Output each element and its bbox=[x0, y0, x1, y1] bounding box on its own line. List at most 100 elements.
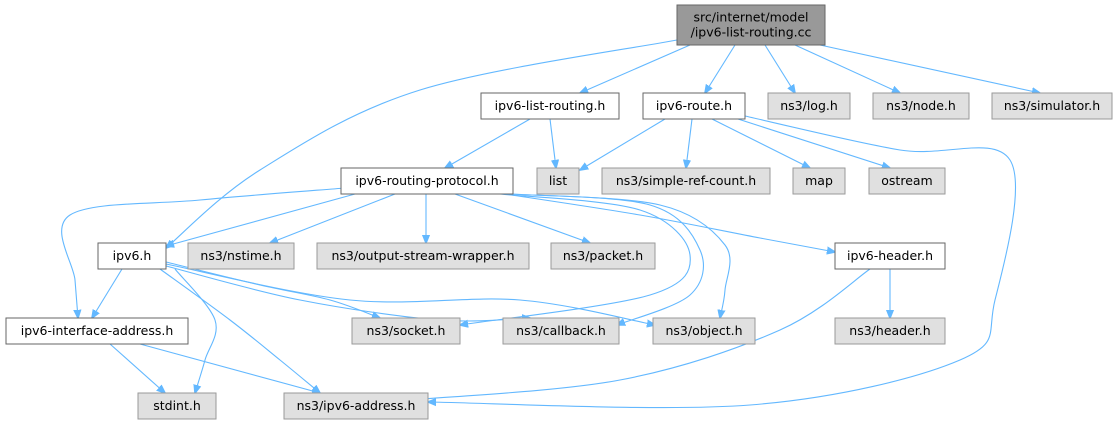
node-label-ns3-socket-h: ns3/socket.h bbox=[367, 323, 446, 338]
edge-ipv6-routing-protocol-h-to-ipv6-h bbox=[166, 193, 356, 246]
node-box-ns3-object-h bbox=[652, 317, 756, 345]
node-box-root bbox=[676, 4, 826, 46]
edge-ipv6-routing-protocol-h-to-ipv6-header-h bbox=[504, 193, 835, 252]
edge-root-to-ns3-log-h bbox=[764, 44, 795, 93]
node-ipv6-route-h[interactable]: ipv6-route.h bbox=[642, 92, 746, 120]
node-label-ipv6-interface-address-h: ipv6-interface-address.h bbox=[21, 323, 174, 338]
node-ipv6-header-h[interactable]: ipv6-header.h bbox=[834, 242, 946, 270]
edge-ipv6-routing-protocol-h-to-ipv6-interface-address-h bbox=[61, 187, 346, 318]
edge-ipv6-routing-protocol-h-to-ns3-socket-h bbox=[460, 193, 691, 325]
node-ns3-socket-h: ns3/socket.h bbox=[351, 317, 461, 345]
node-box-map bbox=[792, 167, 846, 195]
edge-ipv6-list-routing-h-to-list bbox=[549, 118, 556, 168]
edge-ipv6-h-to-stdint-h bbox=[174, 268, 217, 393]
edge-ipv6-header-h-to-ns3-ipv6-address-h bbox=[410, 268, 871, 400]
edge-ipv6-h-to-ipv6-interface-address-h bbox=[92, 268, 123, 318]
node-label-ns3-output-stream-wrapper-h: ns3/output-stream-wrapper.h bbox=[331, 248, 514, 263]
node-box-ipv6-list-routing-h[interactable] bbox=[480, 92, 620, 120]
node-ns3-header-h: ns3/header.h bbox=[834, 317, 946, 345]
node-label-ns3-log-h: ns3/log.h bbox=[780, 98, 838, 113]
node-label-ipv6-h: ipv6.h bbox=[113, 248, 152, 263]
node-label-ns3-callback-h: ns3/callback.h bbox=[516, 323, 606, 338]
edge-ipv6-route-h-to-map bbox=[711, 118, 810, 168]
node-ns3-object-h: ns3/object.h bbox=[652, 317, 756, 345]
edge-ipv6-h-to-ns3-ipv6-address-h bbox=[159, 268, 320, 393]
node-box-ipv6-interface-address-h[interactable] bbox=[5, 317, 189, 345]
node-label-ns3-header-h: ns3/header.h bbox=[849, 323, 930, 338]
edge-root-to-ipv6-list-routing-h bbox=[580, 44, 691, 93]
edge-ipv6-route-h-to-ns3-simple-ref-count-h bbox=[686, 118, 693, 168]
node-ipv6-list-routing-h[interactable]: ipv6-list-routing.h bbox=[480, 92, 620, 120]
node-label-ipv6-route-h: ipv6-route.h bbox=[656, 98, 732, 113]
node-label-ns3-node-h: ns3/node.h bbox=[886, 98, 956, 113]
node-label-list: list bbox=[549, 173, 567, 188]
node-box-ns3-node-h bbox=[872, 92, 970, 120]
node-label-root-line-1: /ipv6-list-routing.cc bbox=[691, 25, 812, 40]
node-ostream: ostream bbox=[868, 167, 946, 195]
node-box-ipv6-routing-protocol-h[interactable] bbox=[340, 167, 514, 195]
node-box-ns3-simulator-h bbox=[991, 92, 1113, 120]
nodes-layer: src/internet/model/ipv6-list-routing.cc i… bbox=[5, 4, 1113, 420]
node-box-ns3-output-stream-wrapper-h bbox=[316, 242, 530, 270]
edge-ipv6-routing-protocol-h-to-ns3-object-h bbox=[511, 193, 731, 318]
edge-ipv6-interface-address-h-to-ns3-ipv6-address-h bbox=[139, 343, 320, 393]
node-box-stdint-h bbox=[137, 392, 217, 420]
node-box-ns3-ipv6-address-h bbox=[283, 392, 429, 420]
node-box-list bbox=[536, 167, 580, 195]
node-box-ostream bbox=[868, 167, 946, 195]
node-label-ns3-packet-h: ns3/packet.h bbox=[563, 248, 643, 263]
node-ns3-simulator-h: ns3/simulator.h bbox=[991, 92, 1113, 120]
node-ns3-log-h: ns3/log.h bbox=[767, 92, 851, 120]
node-box-ipv6-route-h[interactable] bbox=[642, 92, 746, 120]
edge-ipv6-h-to-ns3-callback-h bbox=[165, 265, 530, 321]
node-root: src/internet/model/ipv6-list-routing.cc bbox=[676, 4, 826, 46]
node-ns3-callback-h: ns3/callback.h bbox=[502, 317, 620, 345]
node-ipv6-routing-protocol-h[interactable]: ipv6-routing-protocol.h bbox=[340, 167, 514, 195]
node-label-ns3-simulator-h: ns3/simulator.h bbox=[1004, 98, 1100, 113]
node-box-ns3-header-h bbox=[834, 317, 946, 345]
edge-ipv6-list-routing-h-to-ipv6-routing-protocol-h bbox=[445, 118, 531, 168]
node-ns3-simple-ref-count-h: ns3/simple-ref-count.h bbox=[601, 167, 771, 195]
node-box-ns3-simple-ref-count-h bbox=[601, 167, 771, 195]
node-label-root-line-0: src/internet/model bbox=[693, 10, 808, 25]
node-map: map bbox=[792, 167, 846, 195]
node-label-ostream: ostream bbox=[881, 173, 932, 188]
node-label-ipv6-header-h: ipv6-header.h bbox=[847, 248, 933, 263]
edge-root-to-ipv6-route-h bbox=[705, 44, 736, 93]
node-box-ns3-callback-h bbox=[502, 317, 620, 345]
node-ns3-ipv6-address-h: ns3/ipv6-address.h bbox=[283, 392, 429, 420]
edge-root-to-ipv6-h bbox=[166, 39, 678, 248]
edge-ipv6-h-to-ns3-socket-h bbox=[165, 261, 380, 318]
edges-layer bbox=[61, 39, 1040, 409]
node-label-map: map bbox=[805, 173, 833, 188]
node-box-ns3-log-h bbox=[767, 92, 851, 120]
node-box-ipv6-h[interactable] bbox=[97, 242, 167, 270]
node-box-ipv6-header-h[interactable] bbox=[834, 242, 946, 270]
node-label-ipv6-list-routing-h: ipv6-list-routing.h bbox=[495, 98, 606, 113]
node-ns3-node-h: ns3/node.h bbox=[872, 92, 970, 120]
node-ipv6-h[interactable]: ipv6.h bbox=[97, 242, 167, 270]
node-ipv6-interface-address-h[interactable]: ipv6-interface-address.h bbox=[5, 317, 189, 345]
node-label-stdint-h: stdint.h bbox=[153, 398, 201, 413]
node-label-ns3-nstime-h: ns3/nstime.h bbox=[200, 248, 281, 263]
edge-ipv6-interface-address-h-to-stdint-h bbox=[109, 343, 165, 393]
edge-ipv6-route-h-to-list bbox=[580, 118, 666, 170]
edge-ipv6-route-h-to-ostream bbox=[737, 118, 890, 168]
node-box-ns3-nstime-h bbox=[187, 242, 295, 270]
node-label-ns3-ipv6-address-h: ns3/ipv6-address.h bbox=[297, 398, 416, 413]
edge-ipv6-routing-protocol-h-to-ns3-packet-h bbox=[454, 193, 590, 243]
node-ns3-output-stream-wrapper-h: ns3/output-stream-wrapper.h bbox=[316, 242, 530, 270]
node-label-ns3-simple-ref-count-h: ns3/simple-ref-count.h bbox=[616, 173, 756, 188]
node-ns3-nstime-h: ns3/nstime.h bbox=[187, 242, 295, 270]
node-label-ns3-object-h: ns3/object.h bbox=[665, 323, 742, 338]
node-box-ns3-packet-h bbox=[550, 242, 656, 270]
edge-ipv6-h-to-ns3-object-h bbox=[165, 263, 655, 325]
edge-root-to-ns3-node-h bbox=[794, 44, 900, 93]
node-box-ns3-socket-h bbox=[351, 317, 461, 345]
edge-ipv6-route-h-to-ns3-ipv6-address-h bbox=[428, 115, 1017, 409]
node-label-ipv6-routing-protocol-h: ipv6-routing-protocol.h bbox=[355, 173, 498, 188]
node-stdint-h: stdint.h bbox=[137, 392, 217, 420]
edge-root-to-ns3-simulator-h bbox=[819, 44, 1040, 93]
node-list: list bbox=[536, 167, 580, 195]
